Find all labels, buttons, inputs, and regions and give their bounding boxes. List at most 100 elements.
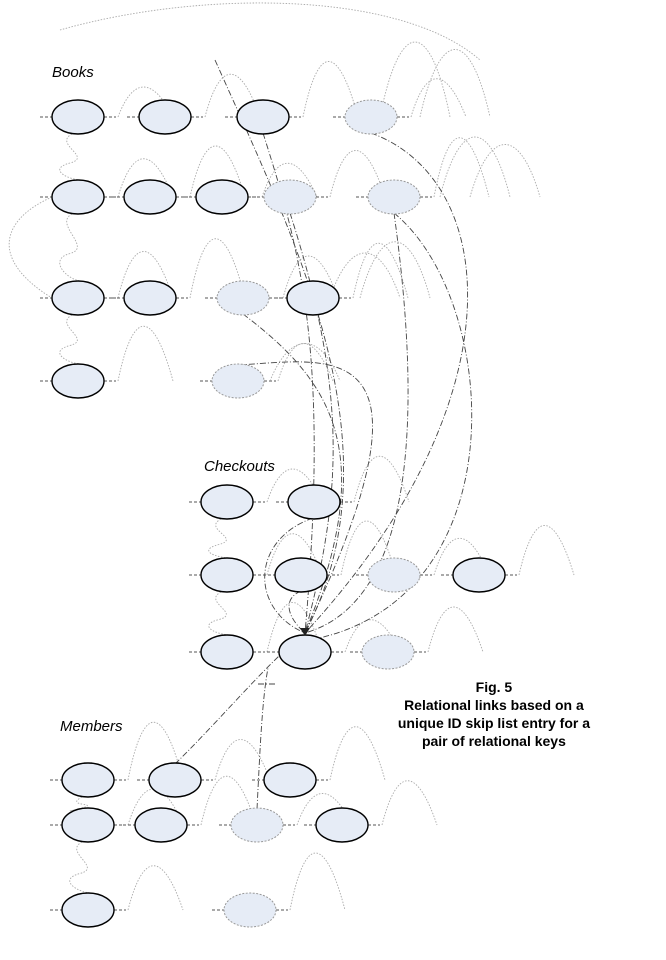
skip-list-node xyxy=(216,280,270,316)
skip-list-node xyxy=(123,179,177,215)
skip-arc xyxy=(214,739,271,781)
level-link xyxy=(208,591,232,636)
skip-list-node xyxy=(278,634,332,670)
skip-list-node xyxy=(195,179,249,215)
skip-list-node xyxy=(200,634,254,670)
skip-list-node xyxy=(263,762,317,798)
skip-list-node xyxy=(138,99,192,135)
skip-pointers xyxy=(8,2,575,911)
skip-arc xyxy=(518,525,575,576)
relational-links xyxy=(174,59,473,810)
skip-arc xyxy=(433,137,490,198)
skip-list-node xyxy=(287,484,341,520)
skip-list-node xyxy=(123,280,177,316)
skip-list-node xyxy=(51,363,105,399)
skip-list-node xyxy=(274,557,328,593)
level-link xyxy=(59,213,83,282)
skip-arc xyxy=(261,163,318,198)
relational-link xyxy=(264,517,314,634)
skip-arc xyxy=(381,780,438,826)
caption-line: Relational links based on a xyxy=(404,697,584,713)
skip-list-node xyxy=(367,557,421,593)
skip-arc xyxy=(269,343,341,382)
figure-caption: Fig. 5 Relational links based on a uniqu… xyxy=(398,678,590,750)
skip-arc xyxy=(329,252,401,299)
skip-list-node xyxy=(51,99,105,135)
skip-list-node xyxy=(200,557,254,593)
group-label-checkouts: Checkouts xyxy=(204,458,275,475)
skip-list-node xyxy=(223,892,277,928)
skip-list-node xyxy=(452,557,506,593)
skip-arc xyxy=(289,852,346,911)
skip-list-node xyxy=(286,280,340,316)
group-label-books: Books xyxy=(52,64,94,81)
level-link xyxy=(59,133,83,181)
figure-number: Fig. 5 xyxy=(475,679,513,695)
skip-arc xyxy=(189,238,246,299)
skip-arc xyxy=(296,793,353,826)
skip-arc xyxy=(352,242,409,299)
skip-list-node xyxy=(344,99,398,135)
level-link xyxy=(69,841,93,894)
skip-list-node xyxy=(61,762,115,798)
skip-arc xyxy=(266,533,323,576)
skip-list-node xyxy=(315,807,369,843)
skip-arc xyxy=(117,158,174,198)
level-link xyxy=(8,196,53,299)
skip-arc xyxy=(433,537,490,576)
skip-list-node xyxy=(61,807,115,843)
skip-arc xyxy=(329,726,386,781)
skip-list-node xyxy=(236,99,290,135)
skip-list-node xyxy=(211,363,265,399)
skip-arc xyxy=(200,776,257,826)
skip-arc xyxy=(127,721,184,781)
relational-link xyxy=(237,361,373,634)
skip-arc xyxy=(277,343,334,382)
level-link xyxy=(59,314,83,365)
skip-arc xyxy=(340,520,397,576)
skip-list-node xyxy=(230,807,284,843)
skip-list-node xyxy=(134,807,188,843)
group-label-members: Members xyxy=(60,718,123,735)
skip-arc xyxy=(359,241,431,299)
skip-list-node xyxy=(367,179,421,215)
skip-arc xyxy=(353,456,410,503)
skip-list-node xyxy=(51,280,105,316)
relational-link xyxy=(242,313,343,634)
skip-arc xyxy=(127,865,184,911)
skip-list-node xyxy=(61,892,115,928)
skip-list-node xyxy=(200,484,254,520)
relational-link xyxy=(309,212,473,641)
relational-link xyxy=(289,212,334,634)
skip-arc xyxy=(469,144,541,198)
skip-arc xyxy=(117,325,174,382)
skip-arc xyxy=(329,150,386,198)
skip-arc xyxy=(204,73,261,118)
skip-arc xyxy=(379,41,451,118)
caption-line: pair of relational keys xyxy=(421,733,566,749)
arrowhead-icon xyxy=(300,628,310,636)
skip-arc xyxy=(302,61,359,118)
level-link xyxy=(208,518,232,559)
nodes xyxy=(51,99,506,928)
skip-arc xyxy=(410,78,467,118)
skip-arc xyxy=(59,2,481,61)
relational-link xyxy=(214,59,344,634)
relational-link xyxy=(288,590,306,634)
relational-link xyxy=(304,132,469,634)
relational-link xyxy=(304,212,409,634)
skip-list-node xyxy=(361,634,415,670)
skip-arc xyxy=(189,145,246,198)
relational-link xyxy=(256,667,269,810)
skip-list-node xyxy=(51,179,105,215)
skip-arc xyxy=(117,251,174,299)
skip-arc xyxy=(427,606,484,653)
skip-arc xyxy=(266,602,323,653)
skip-arc xyxy=(419,49,491,118)
caption-line: unique ID skip list entry for a xyxy=(397,715,590,731)
skip-list-node xyxy=(148,762,202,798)
relational-link xyxy=(262,132,315,634)
skip-arc xyxy=(439,136,511,198)
skip-list-node xyxy=(263,179,317,215)
